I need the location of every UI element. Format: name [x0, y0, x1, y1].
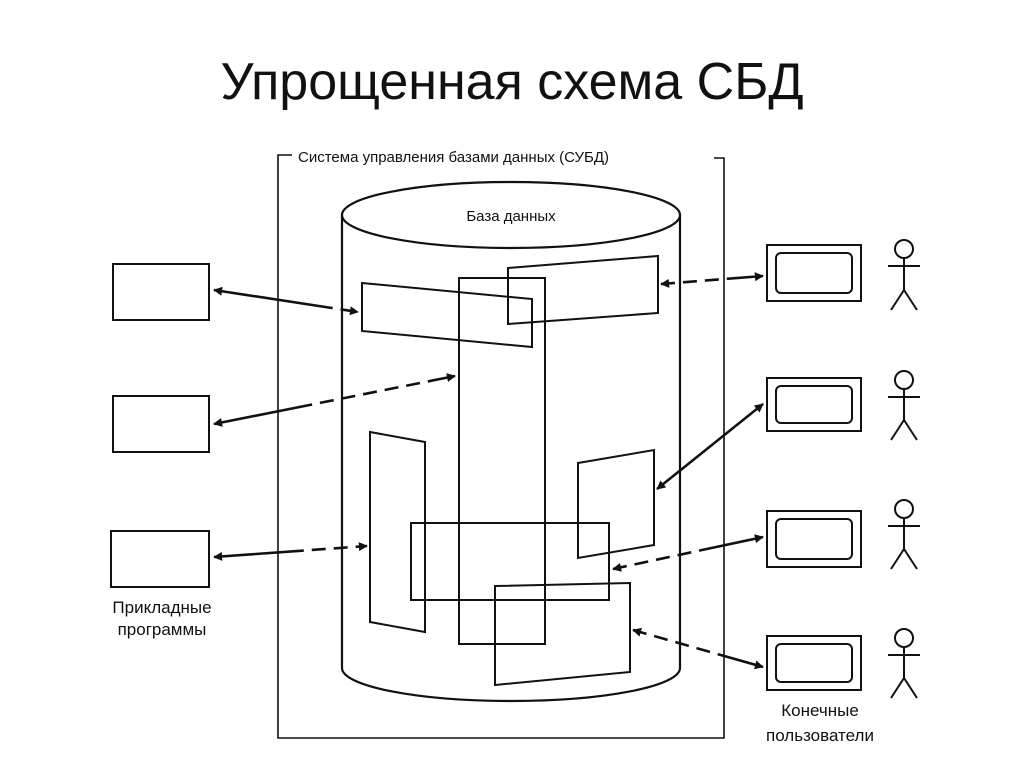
- application-arrows: [213, 286, 456, 561]
- user-figure-icon: [888, 370, 920, 441]
- page-title: Упрощенная схема СБД: [220, 53, 804, 111]
- applications-label-line2: программы: [118, 620, 207, 639]
- end-users-label-line2: пользователи: [766, 726, 874, 745]
- application-box: [112, 263, 210, 321]
- database-label: База данных: [466, 208, 556, 225]
- user-arrows: [612, 272, 764, 670]
- applications-label-line1: Прикладные: [112, 598, 211, 617]
- arrow-user3: [612, 534, 764, 572]
- dbms-label: Система управления базами данных (СУБД): [298, 149, 609, 166]
- dbms-frame: [277, 154, 725, 739]
- arrow-user2: [656, 402, 764, 491]
- arrow-user1: [660, 272, 764, 288]
- user-figures: [888, 239, 920, 699]
- view-bottom-right: [494, 581, 631, 687]
- user-figure-icon: [888, 628, 920, 699]
- data-views: [361, 254, 659, 687]
- terminal: [766, 377, 862, 432]
- view-bottom-wide: [410, 522, 610, 601]
- arrow-app1: [213, 286, 359, 316]
- view-left-tall: [369, 430, 426, 634]
- arrow-app2: [213, 373, 456, 427]
- terminal: [766, 635, 862, 691]
- user-figure-icon: [888, 239, 920, 311]
- view-top-right: [507, 254, 659, 326]
- applications: [110, 263, 210, 588]
- terminal: [766, 244, 862, 302]
- arrow-user4: [632, 627, 764, 670]
- view-tall-center: [458, 277, 546, 645]
- application-box: [110, 530, 210, 588]
- terminal: [766, 510, 862, 568]
- view-right-mid: [577, 448, 655, 560]
- user-terminals: [766, 244, 862, 691]
- end-users-label-line1: Конечные: [781, 701, 859, 720]
- user-figure-icon: [888, 499, 920, 570]
- arrow-app3: [213, 542, 368, 561]
- application-box: [112, 395, 210, 453]
- database-cylinder: База данных: [340, 180, 682, 703]
- view-top: [361, 281, 533, 349]
